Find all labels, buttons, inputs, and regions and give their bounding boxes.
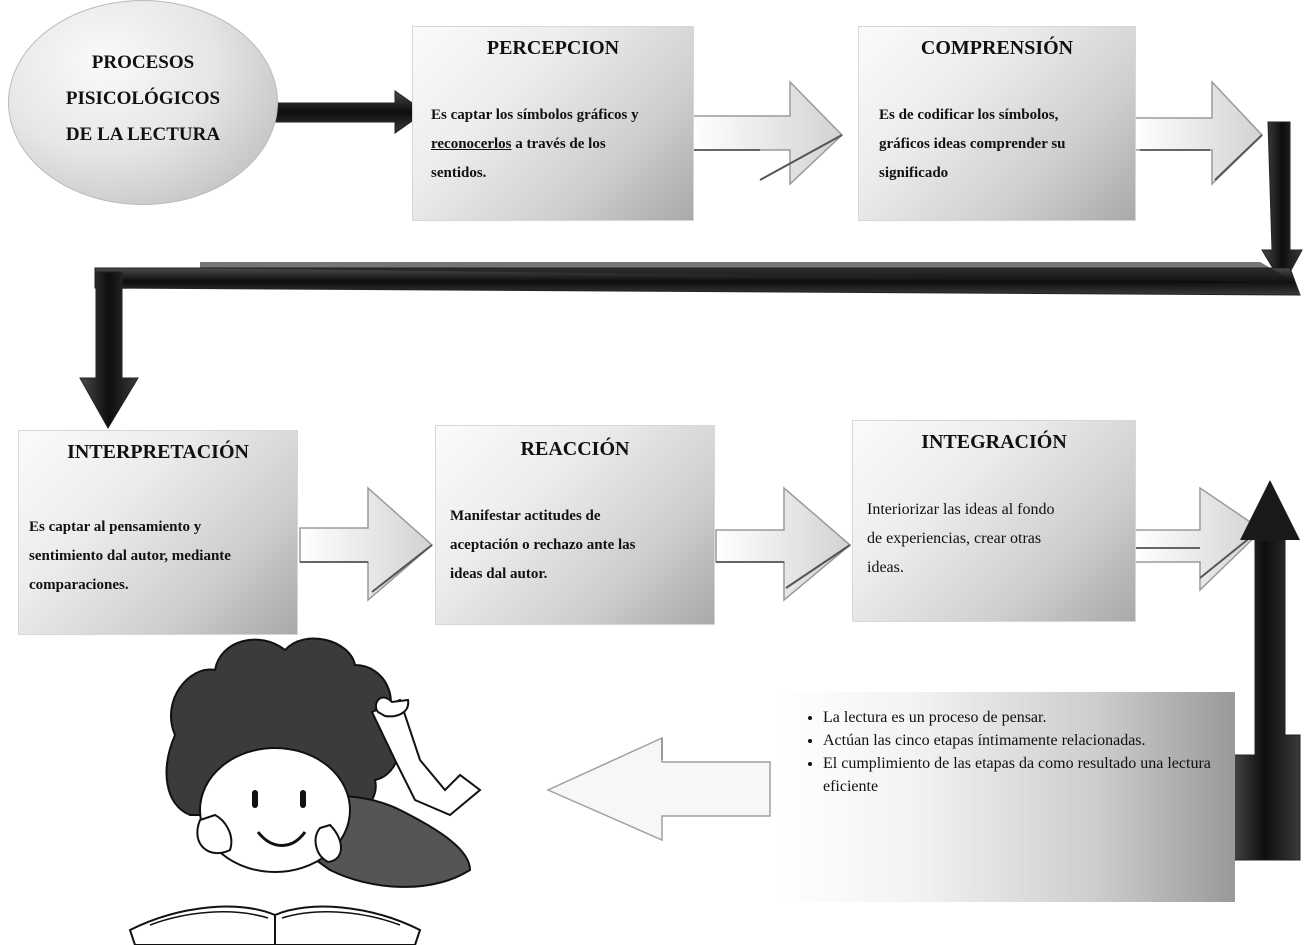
title-line-1: PROCESOS	[91, 52, 195, 73]
reaccion-line-2: aceptación o rechazo ante las	[450, 537, 636, 553]
box-comprension-text: Es de codificar los símbolos, gráficos i…	[879, 101, 1129, 188]
box-reaccion: REACCIÓN Manifestar actitudes de aceptac…	[435, 425, 715, 625]
reaccion-line-3: ideas dal autor.	[450, 566, 548, 582]
title-line-3: DE LA LECTURA	[65, 124, 221, 145]
interpretacion-line-2: sentimiento dal autor, mediante	[29, 548, 231, 564]
box-integracion-title: INTEGRACIÓN	[921, 431, 1067, 453]
box-integracion: INTEGRACIÓN Interiorizar las ideas al fo…	[852, 420, 1136, 622]
integracion-line-2: de experiencias, crear otras	[867, 530, 1042, 547]
summary-note: La lectura es un proceso de pensar. Actú…	[775, 692, 1235, 902]
box-comprension-title: COMPRENSIÓN	[920, 37, 1074, 59]
light-arrow-percepcion-to-comprension	[691, 80, 844, 186]
comprension-line-1: Es de codificar los símbolos,	[879, 107, 1059, 123]
interpretacion-line-1: Es captar al pensamiento y	[29, 519, 202, 535]
dark-arrow-oval-to-percepcion	[269, 90, 426, 134]
child-reading-illustration	[128, 637, 482, 945]
integracion-line-3: ideas.	[867, 559, 904, 576]
light-arrow-interpretacion-to-reaccion	[299, 486, 434, 602]
box-interpretacion: INTERPRETACIÓN Es captar al pensamiento …	[18, 430, 298, 635]
percepcion-line-2-rest: a través de los	[511, 136, 606, 152]
percepcion-line-1: Es captar los símbolos gráficos y	[431, 107, 639, 123]
box-integracion-text: Interiorizar las ideas al fondo de exper…	[867, 495, 1131, 582]
title-line-2: PISICOLÓGICOS	[65, 88, 221, 109]
percepcion-line-3: sentidos.	[431, 165, 487, 181]
box-percepcion-title: PERCEPCION	[486, 37, 620, 59]
light-arrow-comprension-out	[1134, 80, 1264, 186]
box-interpretacion-text: Es captar al pensamiento y sentimiento d…	[29, 513, 293, 600]
reaccion-line-1: Manifestar actitudes de	[450, 508, 601, 524]
title-oval: PROCESOS PISICOLÓGICOS DE LA LECTURA	[8, 0, 278, 205]
dark-arrow-left-down	[79, 271, 139, 429]
comprension-line-2: gráficos ideas comprender su	[879, 136, 1066, 152]
summary-bullets: La lectura es un proceso de pensar. Actú…	[775, 706, 1215, 798]
integracion-line-1: Interiorizar las ideas al fondo	[867, 501, 1055, 518]
summary-bullet-1: La lectura es un proceso de pensar.	[823, 706, 1215, 729]
light-arrow-to-child	[546, 736, 771, 842]
box-percepcion-text: Es captar los símbolos gráficos y recono…	[431, 101, 687, 188]
comprension-line-3: significado	[879, 165, 949, 181]
box-reaccion-title: REACCIÓN	[520, 438, 630, 460]
box-comprension: COMPRENSIÓN Es de codificar los símbolos…	[858, 26, 1136, 221]
dark-arrow-right-down	[1261, 121, 1303, 287]
interpretacion-line-3: comparaciones.	[29, 577, 129, 593]
light-arrow-reaccion-to-integracion	[715, 486, 852, 602]
summary-bullet-2: Actúan las cinco etapas íntimamente rela…	[823, 729, 1215, 752]
box-percepcion: PERCEPCION Es captar los símbolos gráfic…	[412, 26, 694, 221]
box-interpretacion-title: INTERPRETACIÓN	[67, 441, 249, 463]
title-oval-text: PROCESOS PISICOLÓGICOS DE LA LECTURA	[9, 45, 277, 153]
summary-bullet-3: El cumplimiento de las etapas da como re…	[823, 752, 1215, 798]
percepcion-line-2: reconocerlos a través de los	[431, 130, 687, 159]
box-reaccion-text: Manifestar actitudes de aceptación o rec…	[450, 502, 710, 589]
percepcion-underlined-word: reconocerlos	[431, 136, 512, 152]
dark-horizontal-connector	[94, 262, 1301, 296]
